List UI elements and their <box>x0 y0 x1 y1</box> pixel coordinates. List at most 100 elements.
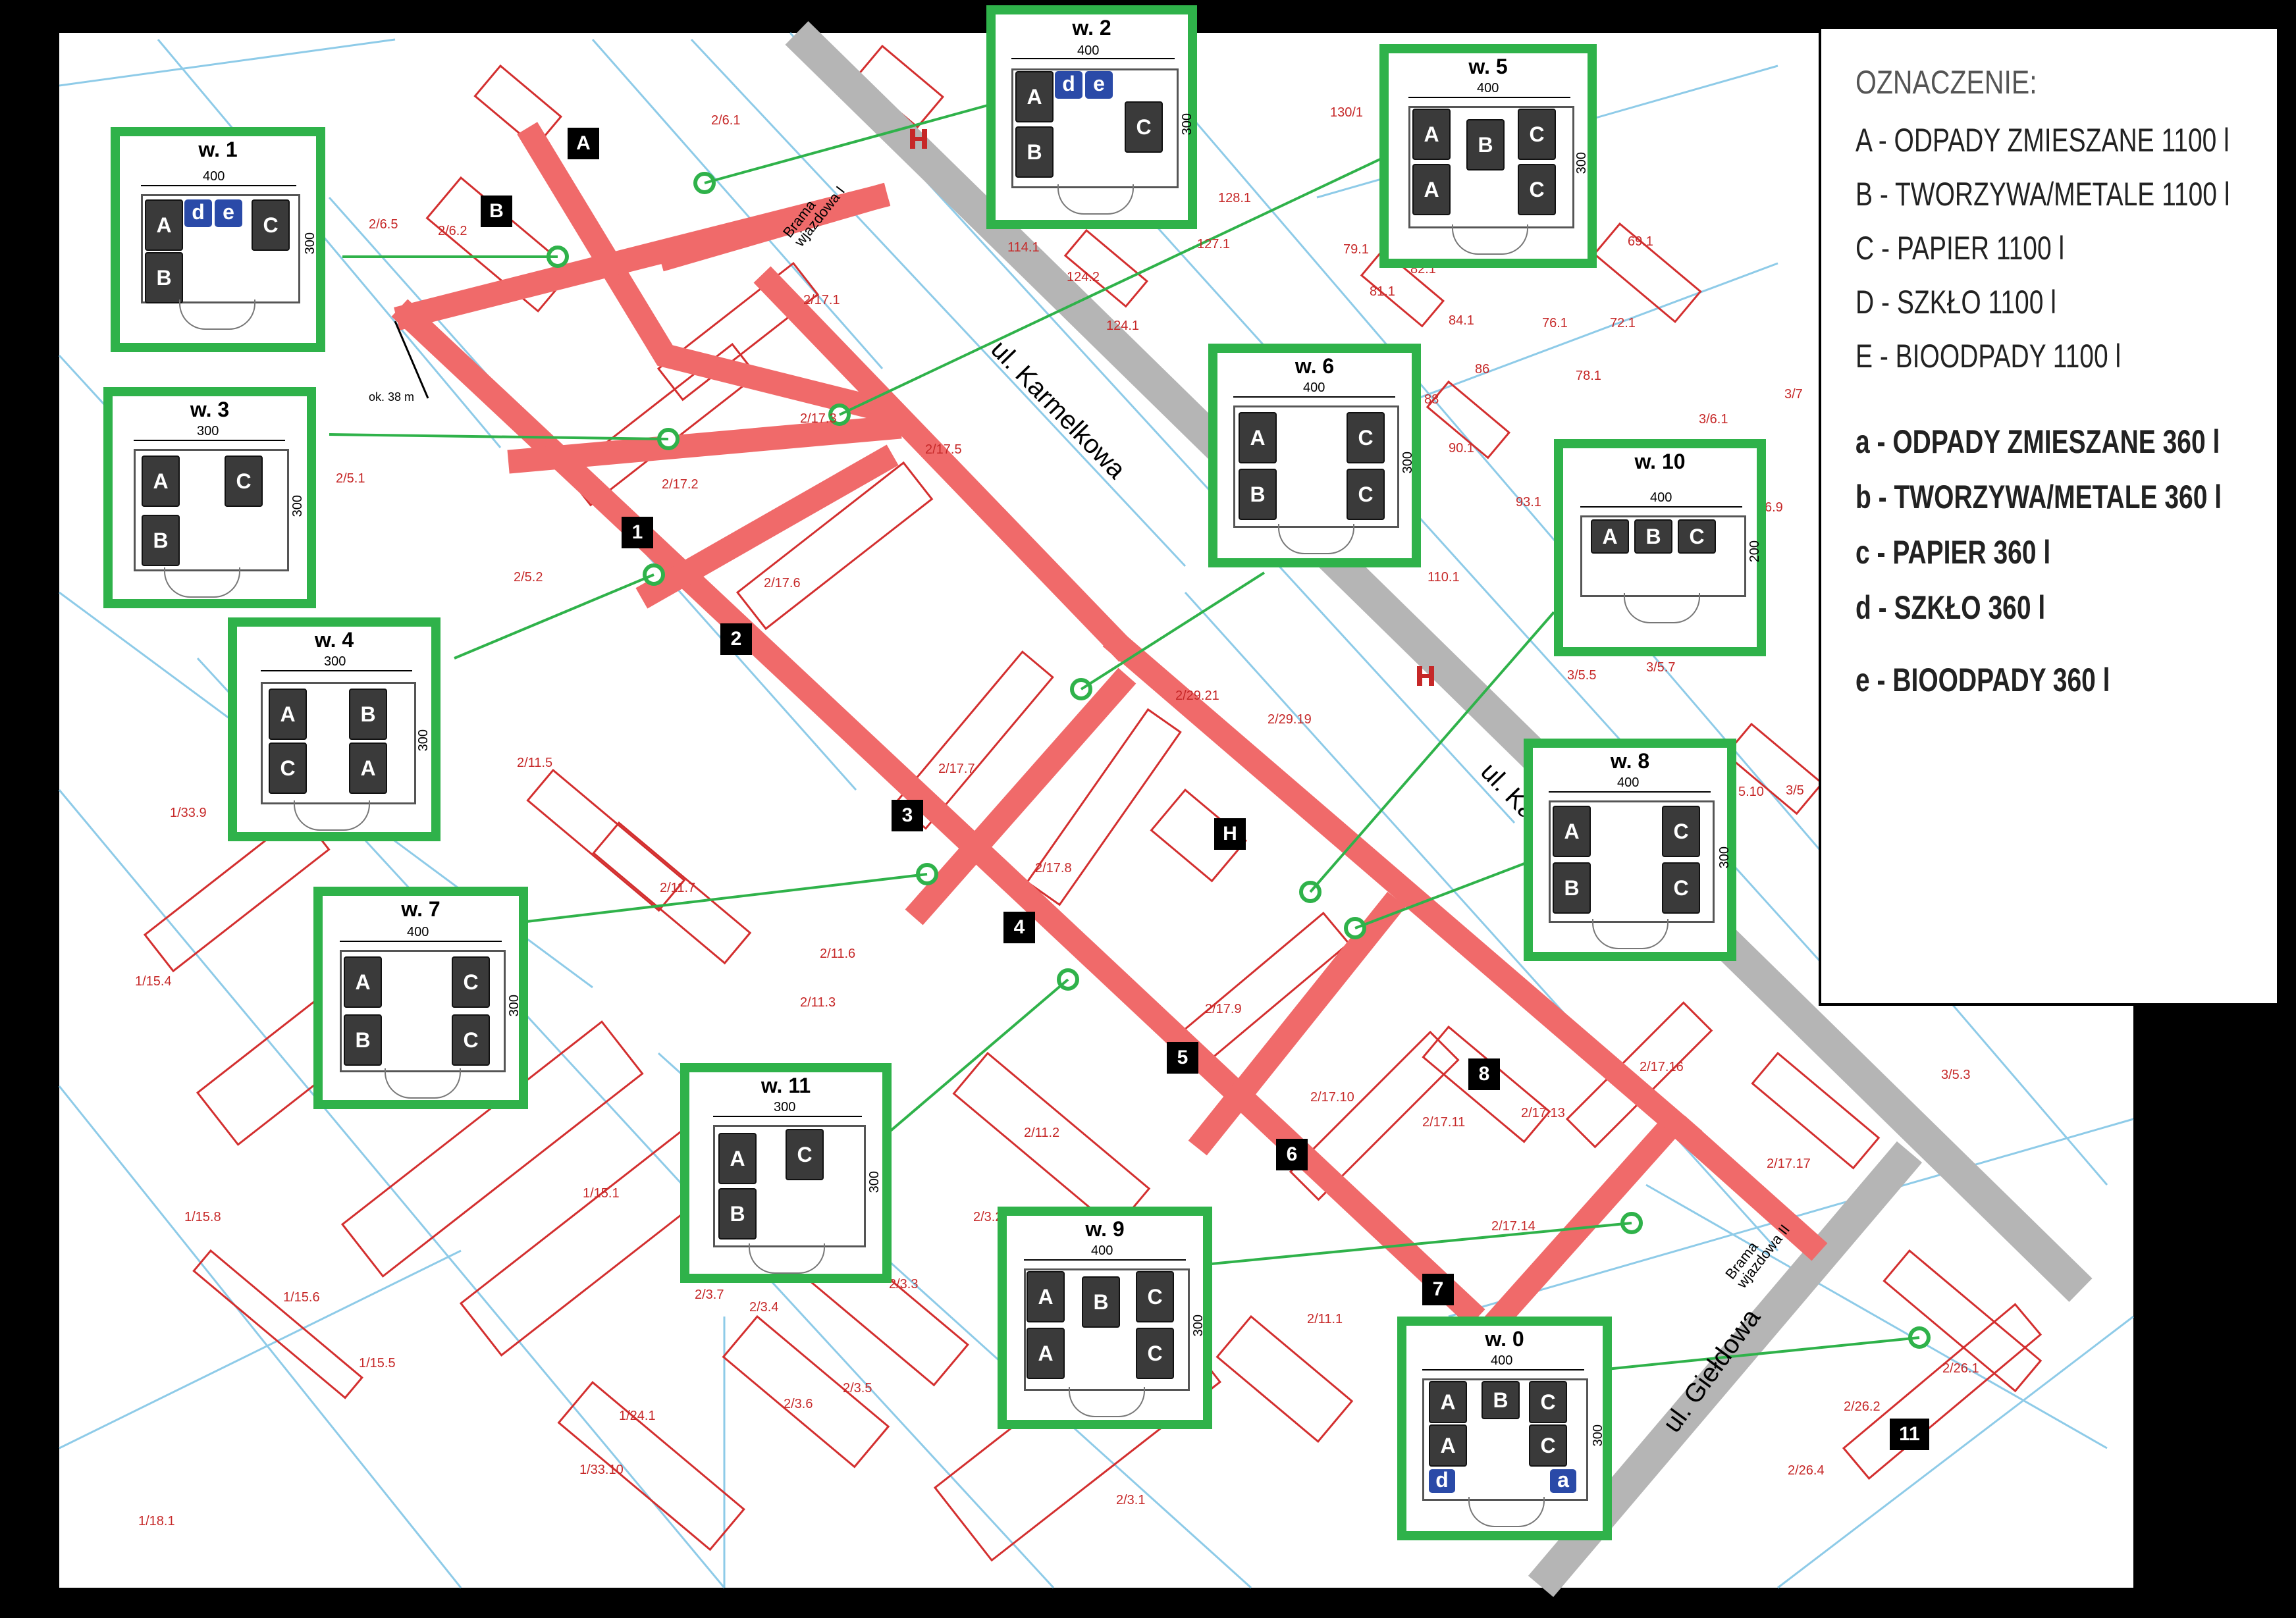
parcel-label: 1/33.10 <box>579 1463 624 1477</box>
bin-shelter-w1: w. 1 400 300 A d e C B <box>111 127 325 352</box>
bin-b: B <box>344 1014 382 1066</box>
parcel-label: 3/5.5 <box>1567 668 1597 683</box>
height-dimension: 300 <box>1401 452 1415 474</box>
dimension-line <box>1024 1259 1186 1261</box>
bin-b: B <box>718 1188 757 1240</box>
bin-shelter-w9: w. 9 400 300 A B C A C <box>998 1207 1212 1429</box>
parcel-label: 2/26.1 <box>1942 1361 1979 1376</box>
shelter-label: w. 1 <box>198 138 238 161</box>
bin-a: A <box>1027 1328 1065 1379</box>
parcel-label: 2/3.2 <box>973 1210 1003 1224</box>
shelter-door <box>1069 1387 1145 1417</box>
parcel-label: 1/24.1 <box>619 1409 656 1423</box>
bin-shelter-w7: w. 7 400 300 A C B C <box>313 887 528 1109</box>
shelter-door <box>1468 1497 1545 1527</box>
dimension-line <box>340 941 502 942</box>
parcel-label: 3/5.7 <box>1646 660 1676 675</box>
parcel-label: 1/15.6 <box>283 1290 320 1305</box>
shelter-label: w. 8 <box>1610 749 1650 773</box>
shelter-label: w. 11 <box>761 1074 811 1097</box>
parcel-label: 93.1 <box>1516 495 1541 509</box>
bin-b: B <box>142 515 180 566</box>
parcel-label: 69.1 <box>1628 234 1653 249</box>
marker-a: A <box>568 128 599 159</box>
marker-6: 6 <box>1276 1139 1308 1170</box>
parcel-label: 90.1 <box>1449 441 1474 456</box>
bin-b: B <box>349 689 387 740</box>
bin-shelter-w6: w. 6 400 300 A C B C <box>1208 344 1421 567</box>
parcel-label: 1/15.5 <box>359 1356 396 1370</box>
width-dimension: 400 <box>1617 775 1640 790</box>
parcel-label: 110.1 <box>1428 570 1460 585</box>
parcel-label: 2/11.2 <box>1024 1126 1060 1140</box>
height-dimension: 200 <box>1748 540 1762 563</box>
shelter-door <box>294 800 370 831</box>
height-dimension: 300 <box>1180 113 1194 136</box>
parcel-label: 1/33.9 <box>170 806 207 820</box>
bin-c: C <box>1136 1328 1174 1379</box>
legend-item: e - BIOODPADY 360 l <box>1855 662 2110 698</box>
bin-c: C <box>269 743 307 794</box>
parcel-label: 2/11.6 <box>820 947 856 961</box>
marker-4: 4 <box>1003 912 1035 943</box>
bin-shelter-w0: w. 0 400 300 A B C A C d a <box>1397 1317 1612 1540</box>
parcel-label: 2/5.1 <box>336 471 365 486</box>
parcel-label: 2/26.2 <box>1844 1399 1881 1414</box>
bin-a: A <box>269 689 307 740</box>
bin-a: A <box>1027 1271 1065 1322</box>
bin-a: A <box>344 956 382 1008</box>
shelter-label: w. 2 <box>1072 16 1111 39</box>
parcel-label: 84.1 <box>1449 313 1474 328</box>
bin-c: C <box>252 199 290 251</box>
parcel-label: 2/29.21 <box>1175 689 1219 703</box>
distance-arrow <box>394 321 429 399</box>
shelter-door <box>179 300 255 330</box>
marker-11: 11 <box>1890 1419 1929 1450</box>
parcel-label: 3/6.1 <box>1699 412 1728 427</box>
width-dimension: 400 <box>407 925 429 939</box>
parcel-label: 2/17.2 <box>662 477 699 492</box>
legend: OZNACZENIE: A - ODPADY ZMIESZANE 1100 l … <box>1819 26 2280 1006</box>
parcel-label: 2/29.19 <box>1268 712 1312 727</box>
marker-h: H <box>1214 818 1246 850</box>
bin-c: C <box>225 456 263 507</box>
bin-c: C <box>1518 109 1556 160</box>
parcel-label: 2/6.1 <box>711 113 741 128</box>
parcel-label: 2/17.6 <box>764 576 801 590</box>
height-dimension: 300 <box>1591 1424 1605 1447</box>
dimension-line <box>141 185 296 186</box>
width-dimension: 300 <box>197 424 219 438</box>
parcel-label: 124.1 <box>1106 319 1140 333</box>
bin-c: C <box>1662 806 1700 857</box>
bin-b: B <box>1482 1381 1520 1419</box>
parcel-label: 2/3.1 <box>1116 1493 1146 1507</box>
parcel-label: 76.1 <box>1542 316 1568 330</box>
dimension-line <box>261 670 412 671</box>
bin-c: C <box>786 1129 824 1180</box>
bin-b: B <box>1015 126 1054 178</box>
bin-c: C <box>1518 164 1556 215</box>
bin-b: B <box>145 252 183 303</box>
parcel-label: 2/17.10 <box>1310 1090 1354 1105</box>
shelter-door <box>385 1068 461 1099</box>
shelter-label: w. 6 <box>1295 354 1335 378</box>
hydrant-icons <box>910 129 1434 686</box>
bin-a: A <box>1553 806 1591 857</box>
dimension-line <box>713 1116 862 1117</box>
bin-shelter-w8: w. 8 400 300 A C B C <box>1524 739 1736 961</box>
shelter-door <box>1057 184 1134 215</box>
bin-b: B <box>1553 862 1591 914</box>
bin-e: e <box>215 199 242 227</box>
legend-item: D - SZKŁO 1100 l <box>1855 284 2056 321</box>
bin-b: B <box>1634 519 1672 554</box>
parcel-label: 3/5.3 <box>1941 1068 1971 1082</box>
parcel-label: 1/15.1 <box>583 1186 620 1201</box>
parcel-label: 2/17.5 <box>925 442 962 457</box>
bin-c: C <box>1662 862 1700 914</box>
parcel-label: 2/26.4 <box>1788 1463 1825 1478</box>
parcel-label: 2/6.2 <box>438 224 467 238</box>
legend-item: d - SZKŁO 360 l <box>1855 589 2046 626</box>
shelter-door <box>164 567 240 598</box>
dimension-line <box>1408 97 1570 98</box>
parcel-label: 2/11.7 <box>660 881 696 895</box>
